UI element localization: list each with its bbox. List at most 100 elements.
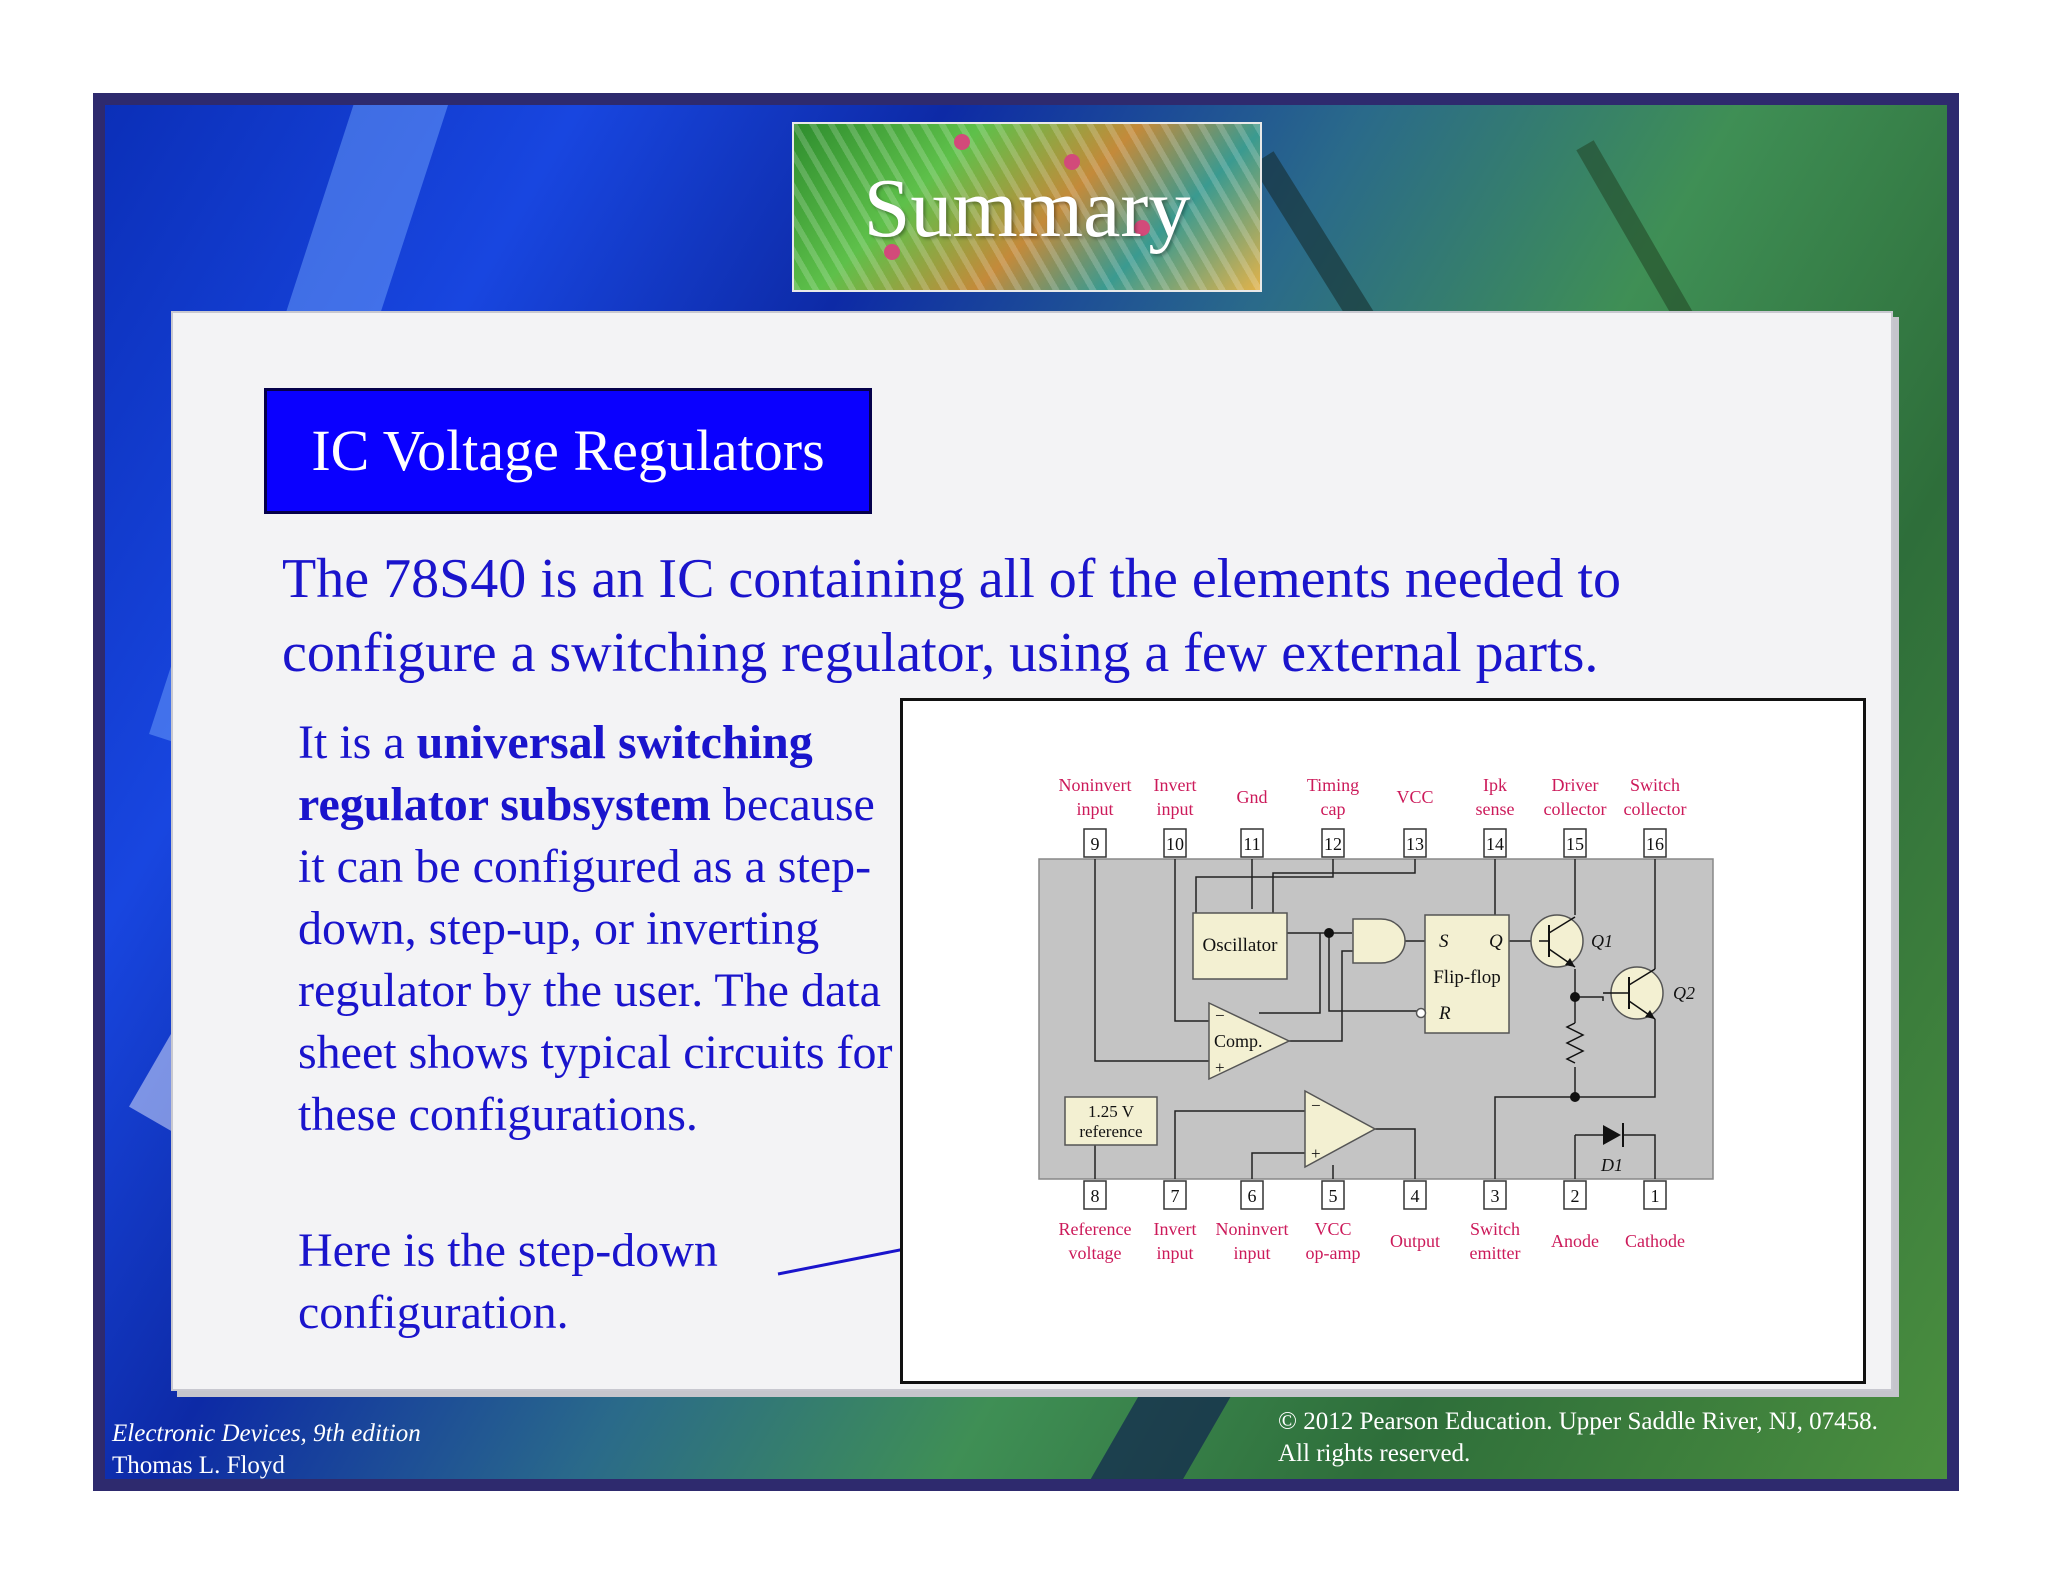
flipflop-label: Flip-flop: [1433, 967, 1501, 988]
footer-right: © 2012 Pearson Education. Upper Saddle R…: [1278, 1406, 1878, 1470]
pin-label: Cathode: [1625, 1231, 1685, 1251]
pin-12: 12 Timing cap: [1307, 775, 1359, 858]
pin-10: 10 Invert input: [1154, 775, 1197, 858]
body-paragraph: It is a universal switching regulator su…: [298, 712, 908, 1146]
pin-label: cap: [1321, 799, 1346, 819]
svg-text:S: S: [1439, 931, 1449, 952]
pin-number: 11: [1243, 834, 1260, 854]
para1-rest: because it can be configured as a step-d…: [298, 778, 893, 1141]
svg-text:Q1: Q1: [1591, 931, 1613, 951]
pin-number: 6: [1248, 1186, 1257, 1206]
pin-label: VCC: [1314, 1219, 1351, 1239]
pin-number: 10: [1166, 834, 1184, 854]
pin-label: voltage: [1069, 1243, 1122, 1263]
pin-label: Driver: [1552, 775, 1599, 795]
oscillator-label: Oscillator: [1203, 935, 1279, 956]
pin-11: 11 Gnd: [1237, 787, 1268, 858]
topic-box: IC Voltage Regulators: [264, 388, 872, 514]
copyright: © 2012 Pearson Education. Upper Saddle R…: [1278, 1408, 1878, 1435]
pin-number: 14: [1486, 834, 1504, 854]
svg-text:D1: D1: [1600, 1155, 1623, 1175]
pin-label: Noninvert: [1216, 1219, 1289, 1239]
footer-left: Electronic Devices, 9th edition Thomas L…: [112, 1418, 421, 1482]
pin-number: 2: [1571, 1186, 1580, 1206]
pin-label: Reference: [1059, 1219, 1132, 1239]
pin-label: Ipk: [1483, 775, 1507, 795]
reference-block: [1064, 1096, 1158, 1146]
slide-title: Summary: [863, 162, 1191, 255]
svg-text:−: −: [1311, 1096, 1321, 1115]
svg-text:+: +: [1311, 1144, 1321, 1163]
op-amp: [1304, 1089, 1377, 1169]
pin-label: Anode: [1551, 1231, 1599, 1251]
block-diagram: 9Noninvertinput10Invertinput11Gnd12Timin…: [1038, 775, 1714, 1263]
pin-14: 14 Ipk sense: [1476, 775, 1515, 858]
pin-label: input: [1076, 799, 1113, 819]
svg-text:R: R: [1438, 1003, 1451, 1024]
pin-label: Noninvert: [1059, 775, 1132, 795]
transistor-q1: [1530, 914, 1584, 968]
intro-text: The 78S40 is an IC containing all of the…: [282, 548, 1621, 684]
pin-9: 9 Noninvert input: [1059, 775, 1132, 858]
oscillator-block: [1192, 912, 1288, 980]
pin-13: 13 VCC: [1396, 787, 1434, 858]
resistor: [1565, 1022, 1585, 1064]
pin-label: op-amp: [1306, 1243, 1361, 1263]
diode-d1: [1603, 1125, 1621, 1145]
pin-number: 7: [1171, 1186, 1180, 1206]
pin-label: Invert: [1154, 1219, 1197, 1239]
pin-label: input: [1233, 1243, 1270, 1263]
pin-label: Switch: [1630, 775, 1680, 795]
pin-label: Timing: [1307, 775, 1359, 795]
pin-label: input: [1156, 799, 1193, 819]
pin-label: collector: [1624, 799, 1687, 819]
pin-number: 15: [1566, 834, 1584, 854]
author: Thomas L. Floyd: [112, 1452, 285, 1479]
pin-number: 13: [1406, 834, 1424, 854]
pin-label: VCC: [1396, 787, 1433, 807]
step-down-paragraph: Here is the step-down configuration.: [298, 1224, 718, 1339]
pin-number: 9: [1091, 834, 1100, 854]
pin-15: 15 Driver collector: [1544, 775, 1607, 858]
pin-label: Switch: [1470, 1219, 1520, 1239]
svg-text:1.25 V: 1.25 V: [1088, 1102, 1135, 1121]
pin-number: 3: [1491, 1186, 1500, 1206]
pin-number: 1: [1651, 1186, 1660, 1206]
pin-label: collector: [1544, 799, 1607, 819]
pin-label: Invert: [1154, 775, 1197, 795]
pin-number: 8: [1091, 1186, 1100, 1206]
topic-heading: IC Voltage Regulators: [311, 418, 825, 483]
pin-number: 16: [1646, 834, 1664, 854]
pin-number: 5: [1329, 1186, 1338, 1206]
pin-label: emitter: [1470, 1243, 1521, 1263]
pin-number: 4: [1411, 1186, 1420, 1206]
pin-label: Gnd: [1237, 787, 1268, 807]
pin-label: sense: [1476, 799, 1515, 819]
pin-number: 12: [1324, 834, 1342, 854]
title-banner: Summary: [792, 122, 1262, 292]
flipflop-block: [1424, 914, 1510, 1034]
pin-16: 16 Switch collector: [1624, 775, 1687, 858]
comparator-label: Comp.: [1214, 1031, 1263, 1051]
para1-bold: universal switching regulator subsystem: [298, 716, 813, 831]
pin-label: Output: [1390, 1231, 1440, 1251]
svg-text:−: −: [1215, 1006, 1225, 1025]
para1-prefix: It is a: [298, 716, 417, 769]
svg-text:Q2: Q2: [1673, 983, 1695, 1003]
book-title: Electronic Devices, 9th edition: [112, 1420, 421, 1447]
and-gate: [1352, 918, 1406, 964]
comparator: [1208, 1001, 1291, 1081]
svg-text:+: +: [1215, 1058, 1225, 1077]
rights: All rights reserved.: [1278, 1440, 1471, 1467]
svg-text:Q: Q: [1489, 931, 1503, 952]
svg-text:reference: reference: [1079, 1122, 1142, 1141]
pin-label: input: [1156, 1243, 1193, 1263]
